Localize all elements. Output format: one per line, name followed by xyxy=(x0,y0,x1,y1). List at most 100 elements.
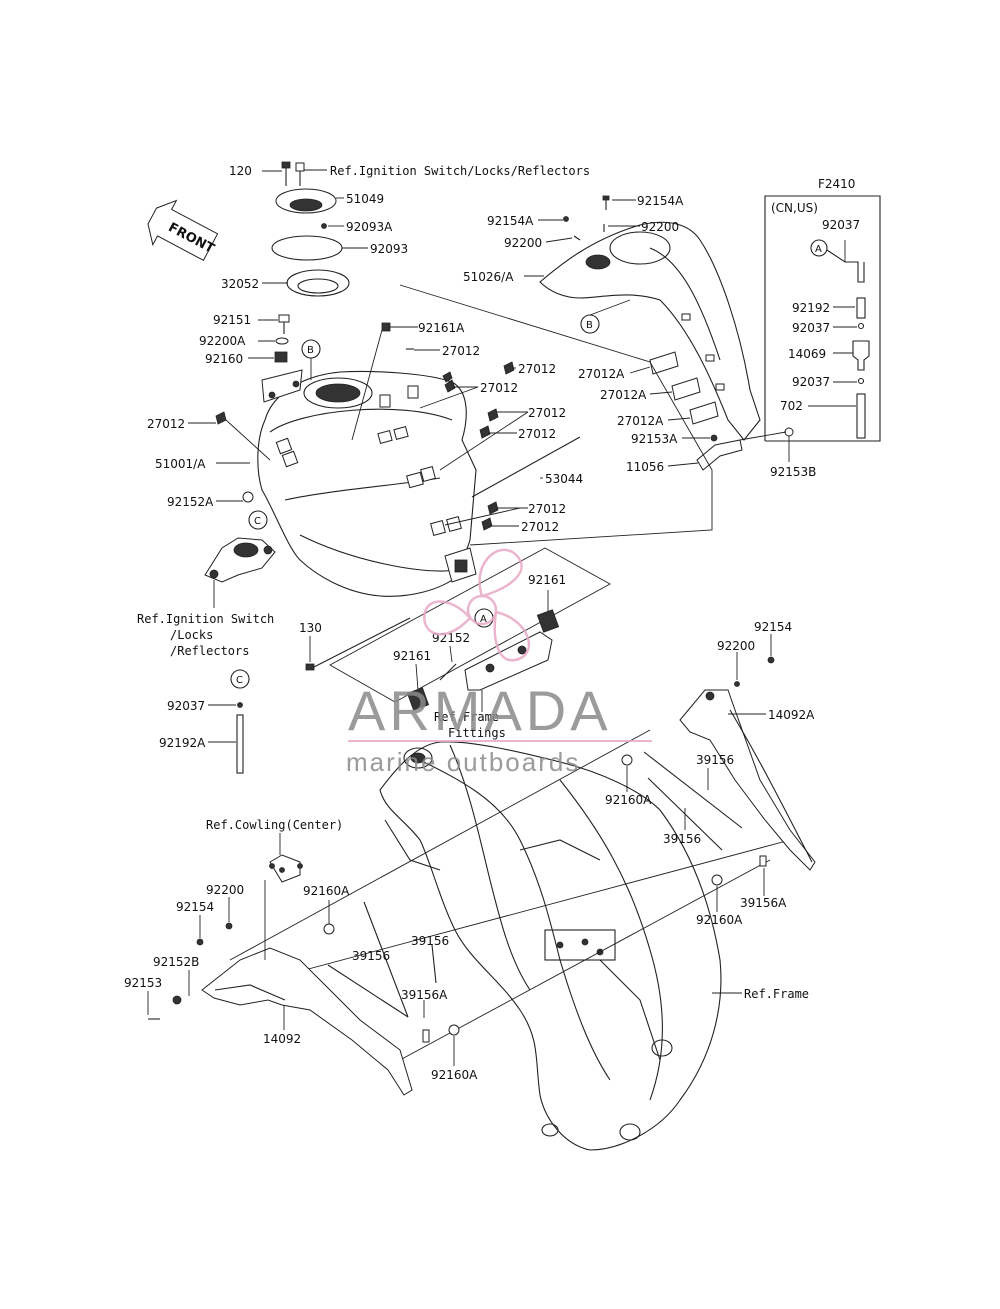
front-arrow-icon: FRONT xyxy=(147,199,219,261)
watermark-armada: ARMADA marine outboards xyxy=(346,548,652,777)
watermark-tagline: marine outboards xyxy=(346,747,580,777)
label-702: 702 xyxy=(780,399,803,413)
label-92200: 92200 xyxy=(504,236,542,250)
label-92093a: 92093A xyxy=(346,220,393,234)
valve-14069-icon xyxy=(852,340,870,371)
svg-text:C: C xyxy=(254,516,261,527)
inset-box-cn-us: (CN,US) A 92037 92192 92037 14069 92037 … xyxy=(764,195,881,442)
side-cover-14092: Ref.Cowling(Center) 92200 92154 92160A 3… xyxy=(124,818,478,1096)
label-27012: 27012 xyxy=(518,427,556,441)
label-14092a: 14092A xyxy=(768,708,815,722)
label-27012a: 27012A xyxy=(617,414,664,428)
label-92152a: 92152A xyxy=(167,495,214,509)
figure-code: F2410 xyxy=(818,177,855,191)
ref-ignition-switch-left-reflectors: /Reflectors xyxy=(170,644,249,658)
hose-92192-icon xyxy=(856,297,866,319)
label-39156: 39156 xyxy=(411,934,449,948)
label-39156: 39156 xyxy=(352,949,390,963)
label-92160a: 92160A xyxy=(303,884,350,898)
hose-702-icon xyxy=(856,393,866,439)
label-92093: 92093 xyxy=(370,242,408,256)
label-92153b: 92153B xyxy=(770,465,816,479)
label-92200: 92200 xyxy=(206,883,244,897)
ignition-switch-bracket: 92152A C Ref.Ignition Switch /Locks /Ref… xyxy=(137,491,276,658)
label-27012: 27012 xyxy=(518,362,556,376)
label-92154: 92154 xyxy=(176,900,214,914)
label-92200: 92200 xyxy=(641,220,679,234)
side-cover-14092a: 92154 92200 14092A 92160A 39156 39156 39… xyxy=(605,620,816,927)
label-92152b: 92152B xyxy=(153,955,199,969)
label-92154a: 92154A xyxy=(637,194,684,208)
label-27012a: 27012A xyxy=(578,367,625,381)
drain-hose-set: C 92037 92192A xyxy=(159,669,250,774)
label-92161: 92161 xyxy=(528,573,566,587)
label-27012: 27012 xyxy=(528,406,566,420)
watermark-brand: ARMADA xyxy=(348,679,612,742)
frame-guide-line-lower xyxy=(399,859,771,1061)
ref-ignition-switch-left-locks: /Locks xyxy=(170,628,213,642)
svg-text:A: A xyxy=(815,244,822,255)
fuel-cap-assembly: 120 Ref.Ignition Switch/Locks/Reflectors… xyxy=(221,161,590,297)
assembly-guide-line xyxy=(399,284,713,546)
label-92192a: 92192A xyxy=(159,736,206,750)
label-11056: 11056 xyxy=(626,460,664,474)
label-51026a: 51026/A xyxy=(463,270,514,284)
label-92192: 92192 xyxy=(792,301,830,315)
main-frame: Ref.Frame xyxy=(379,741,809,1151)
tank-mount-hardware: 92151 92200A 92160 xyxy=(199,313,290,366)
label-92153a: 92153A xyxy=(631,432,678,446)
callout-b-icon: B xyxy=(301,339,321,380)
gasket-92093-icon xyxy=(271,235,343,261)
label-27012: 27012 xyxy=(521,520,559,534)
label-92037: 92037 xyxy=(167,699,205,713)
label-27012: 27012 xyxy=(480,381,518,395)
label-14092: 14092 xyxy=(263,1032,301,1046)
label-27012a: 27012A xyxy=(600,388,647,402)
svg-text:B: B xyxy=(307,345,314,356)
label-39156: 39156 xyxy=(663,832,701,846)
callout-c-hose: C xyxy=(236,675,243,686)
label-32052: 32052 xyxy=(221,277,259,291)
label-27012: 27012 xyxy=(442,344,480,358)
label-92151: 92151 xyxy=(213,313,251,327)
frame-guide-line-upper xyxy=(229,729,651,961)
label-92154: 92154 xyxy=(754,620,792,634)
label-92037: 92037 xyxy=(822,218,860,232)
label-92037: 92037 xyxy=(792,375,830,389)
label-51049: 51049 xyxy=(346,192,384,206)
label-39156a: 39156A xyxy=(740,896,787,910)
frame-guide-line-middle xyxy=(229,839,791,991)
callout-a-mount: A xyxy=(480,614,487,625)
callout-b-cover: B xyxy=(586,320,593,331)
label-27012: 27012 xyxy=(528,502,566,516)
tank-cover-51026: B 92154A 92154A 92200 92200 51026/A 2701… xyxy=(463,194,816,479)
label-92200a: 92200A xyxy=(199,334,246,348)
label-14069: 14069 xyxy=(788,347,826,361)
label-27012: 27012 xyxy=(147,417,185,431)
fuel-tank-51001: 92161A 27012 27012 27012 27012 27012 530… xyxy=(147,321,583,597)
label-51001a: 51001/A xyxy=(155,457,206,471)
ref-cowling-center: Ref.Cowling(Center) xyxy=(206,818,343,832)
ref-frame-fittings-2: Fittings xyxy=(448,726,506,740)
label-39156: 39156 xyxy=(696,753,734,767)
label-92160a: 92160A xyxy=(605,793,652,807)
ring-32052-icon xyxy=(286,269,350,297)
label-92200: 92200 xyxy=(717,639,755,653)
label-92153: 92153 xyxy=(124,976,162,990)
ref-frame-fittings: Ref.Frame xyxy=(434,710,499,724)
label-39156a: 39156A xyxy=(401,988,448,1002)
ref-frame: Ref.Frame xyxy=(744,987,809,1001)
label-92160: 92160 xyxy=(205,352,243,366)
label-130: 130 xyxy=(299,621,322,635)
label-92160a: 92160A xyxy=(431,1068,478,1082)
label-92160a: 92160A xyxy=(696,913,743,927)
watermark-propeller-icon xyxy=(423,548,531,662)
label-92154a: 92154A xyxy=(487,214,534,228)
label-92161a: 92161A xyxy=(418,321,465,335)
label-53044: 53044 xyxy=(545,472,583,486)
ref-ignition-switch-top: Ref.Ignition Switch/Locks/Reflectors xyxy=(330,164,590,178)
label-92037: 92037 xyxy=(792,321,830,335)
ref-ignition-switch-left: Ref.Ignition Switch xyxy=(137,612,274,626)
label-120: 120 xyxy=(229,164,252,178)
